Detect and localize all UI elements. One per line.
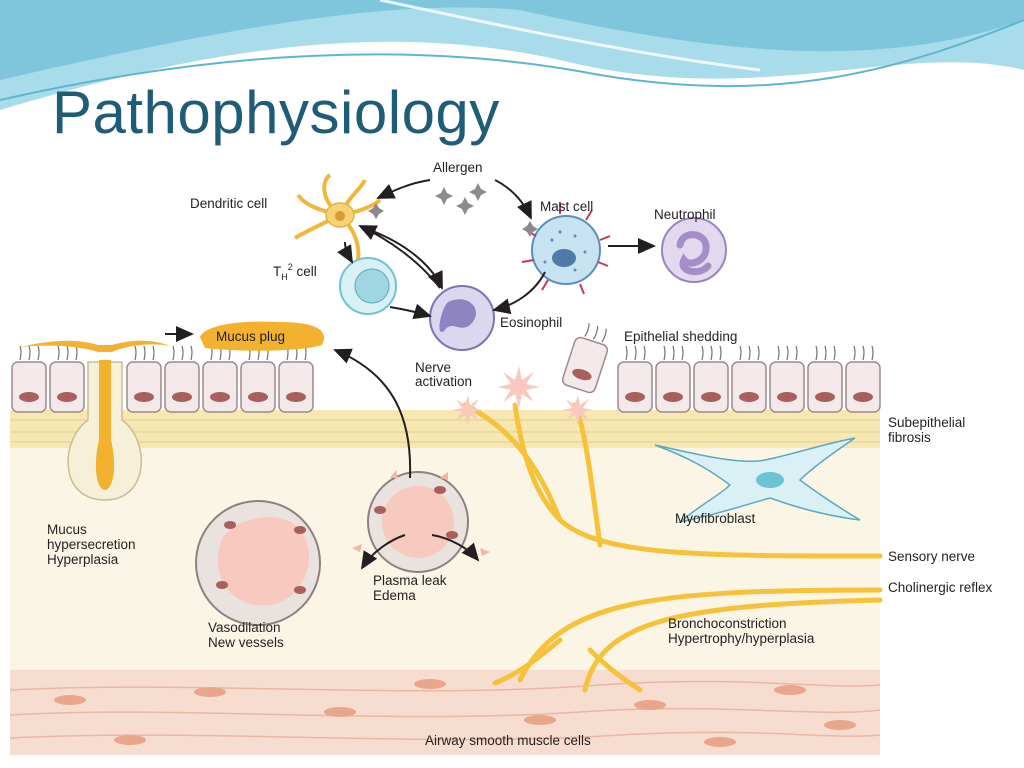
arrow-plasma-leak-left xyxy=(360,534,406,570)
label-nerve-activation-line1: Nerve xyxy=(415,360,451,375)
label-plasma-leak-line1: Plasma leak xyxy=(373,573,447,588)
label-epithelial-shedding: Epithelial shedding xyxy=(624,329,737,344)
label-dendritic-cell: Dendritic cell xyxy=(190,196,267,211)
label-eosinophil: Eosinophil xyxy=(500,315,562,330)
header-wave-front xyxy=(0,0,1024,80)
label-mucus-hyper-line2: hypersecretion xyxy=(47,537,136,552)
label-plasma-leak-line2: Edema xyxy=(373,588,416,603)
dilated-vessel xyxy=(195,500,321,626)
eosinophil-cell xyxy=(429,285,495,351)
shed-epithelial-cell xyxy=(561,323,609,394)
starburst-icon xyxy=(452,366,593,425)
epithelium-right xyxy=(617,345,881,413)
smooth-muscle-layer xyxy=(9,670,881,755)
label-vasodilation-line2: New vessels xyxy=(208,635,284,650)
four-point-star-icon xyxy=(368,183,538,237)
dendritic-cell xyxy=(293,173,382,261)
label-sensory-nerve: Sensory nerve xyxy=(888,549,975,564)
label-nerve-activation-line2: activation xyxy=(415,374,472,389)
label-subepithelial-line2: fibrosis xyxy=(888,430,931,445)
neutrophil-cell xyxy=(661,217,727,283)
label-broncho-line2: Hypertrophy/hyperplasia xyxy=(668,631,815,646)
header-wave-line-2 xyxy=(379,0,761,72)
label-cholinergic-reflex: Cholinergic reflex xyxy=(888,580,993,595)
epithelium-left xyxy=(11,345,314,413)
mucus-gland xyxy=(20,340,170,501)
label-mast-cell: Mast cell xyxy=(540,199,593,214)
label-vasodilation-line1: Vasodilation xyxy=(208,620,281,635)
arrow-plasma-leak-right xyxy=(431,534,480,562)
label-neutrophil: Neutrophil xyxy=(654,207,716,222)
header-wave-line xyxy=(0,19,1024,101)
label-subepithelial-line1: Subepithelial xyxy=(888,415,965,430)
label-th2-cell: TH2 cell xyxy=(273,262,317,282)
leaking-vessel xyxy=(352,470,490,573)
label-allergen: Allergen xyxy=(433,160,483,175)
arrow-leak-to-mucus xyxy=(333,348,412,479)
pathway-arrows xyxy=(337,179,656,320)
label-mucus-hyper-line3: Hyperplasia xyxy=(47,552,119,567)
slide-title: Pathophysiology xyxy=(52,79,500,146)
label-smooth-muscle: Airway smooth muscle cells xyxy=(425,733,591,748)
label-broncho-line1: Bronchoconstriction xyxy=(668,616,787,631)
th2-cell xyxy=(339,257,397,315)
mucus-plug xyxy=(200,321,325,351)
mast-cell xyxy=(521,202,611,295)
header-wave-banner xyxy=(0,0,1024,110)
asthma-pathophysiology-diagram: Allergen Dendritic cell Mast cell Neutro… xyxy=(9,160,993,755)
label-mucus-plug: Mucus plug xyxy=(216,329,285,344)
label-myofibroblast: Myofibroblast xyxy=(675,511,756,526)
label-mucus-hyper-line1: Mucus xyxy=(47,522,87,537)
